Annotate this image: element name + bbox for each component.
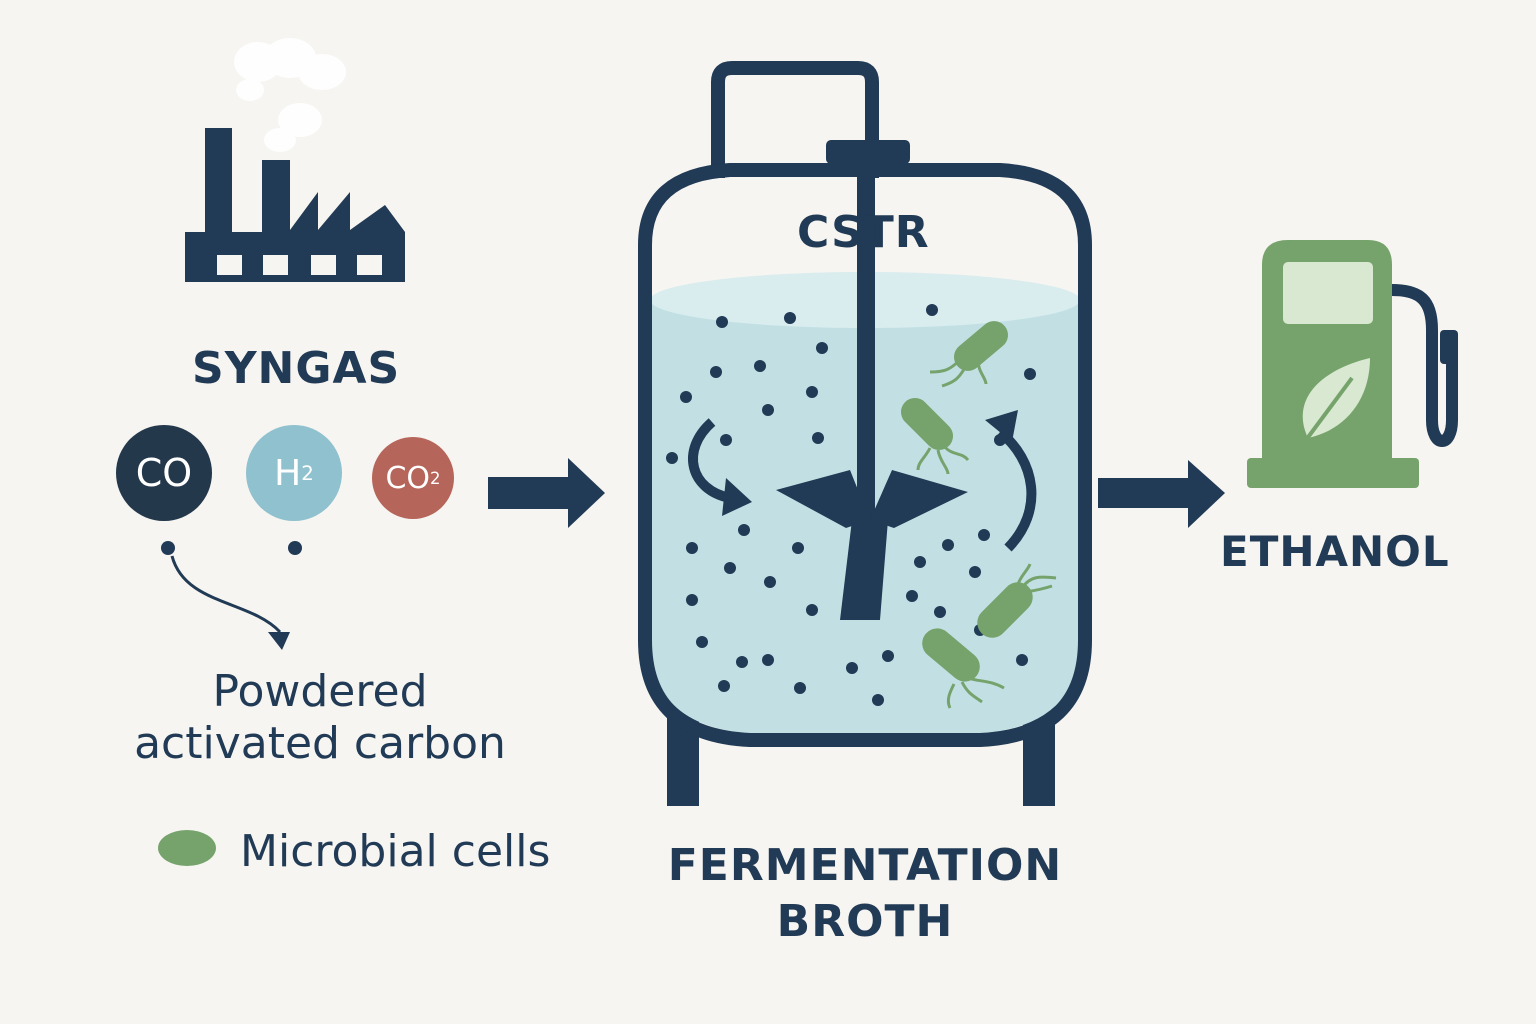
carbon-particle — [724, 562, 736, 574]
carbon-particle — [794, 682, 806, 694]
broth-label-line1: FERMENTATION — [667, 840, 1063, 891]
carbon-particle — [926, 304, 938, 316]
curved-arrow-icon — [996, 428, 1037, 552]
carbon-particle — [846, 662, 858, 674]
carbon-particle — [762, 404, 774, 416]
carbon-particle — [969, 566, 981, 578]
impeller-shaft — [857, 150, 875, 570]
factory-icon — [185, 128, 405, 282]
h2-formula: H — [274, 452, 302, 494]
carbon-particle — [686, 594, 698, 606]
pac-label-line2: activated carbon — [134, 718, 506, 769]
pac-label: Powdered activated carbon — [125, 666, 515, 770]
carbon-particle — [812, 432, 824, 444]
carbon-particle — [978, 529, 990, 541]
pac-label-line1: Powdered — [212, 666, 428, 717]
carbon-particle — [882, 650, 894, 662]
carbon-particle — [686, 542, 698, 554]
carbon-particle — [680, 391, 692, 403]
carbon-particle — [666, 452, 678, 464]
curved-arrow-icon — [170, 555, 282, 634]
carbon-particle — [806, 604, 818, 616]
carbon-particle — [816, 342, 828, 354]
fuel-pump-icon — [1247, 240, 1458, 488]
co2-formula: CO — [385, 460, 431, 496]
carbon-particle — [914, 556, 926, 568]
carbon-particle — [718, 680, 730, 692]
impeller-icon — [776, 470, 968, 620]
bacterium-icon — [922, 628, 1005, 709]
arrow-head-icon — [985, 410, 1018, 442]
h2-subscript: 2 — [301, 461, 314, 485]
carbon-particle — [1016, 654, 1028, 666]
carbon-particle — [762, 654, 774, 666]
arrow-right-icon — [488, 458, 605, 528]
carbon-particles — [666, 304, 1036, 706]
smoke-icon — [234, 38, 346, 152]
h2-dot — [288, 541, 302, 555]
carbon-particle — [720, 434, 732, 446]
syngas-title: SYNGAS — [192, 343, 401, 394]
bacterium-icon — [900, 397, 970, 475]
carbon-particle — [792, 542, 804, 554]
carbon-particle — [934, 606, 946, 618]
fermentation-broth-label: FERMENTATION BROTH — [660, 838, 1070, 950]
microbial-cells-label: Microbial cells — [240, 826, 551, 877]
carbon-particle — [736, 656, 748, 668]
broth-label-line2: BROTH — [776, 896, 954, 947]
carbon-particle — [754, 360, 766, 372]
carbon-particle — [784, 312, 796, 324]
cstr-title: CSTR — [797, 207, 930, 258]
co-dot — [161, 541, 175, 555]
curved-arrow-icon — [688, 418, 732, 503]
arrow-head-icon — [722, 478, 752, 516]
carbon-particle — [764, 576, 776, 588]
carbon-particle — [738, 524, 750, 536]
co-gas-badge: CO — [116, 425, 212, 521]
ethanol-title: ETHANOL — [1220, 527, 1450, 576]
carbon-particle — [852, 569, 864, 581]
arrow-right-icon — [1098, 460, 1225, 528]
co-formula: CO — [135, 451, 193, 495]
carbon-particle — [872, 694, 884, 706]
carbon-particle — [942, 539, 954, 551]
carbon-particle — [906, 590, 918, 602]
carbon-particle — [710, 366, 722, 378]
carbon-particle — [716, 316, 728, 328]
carbon-particle — [696, 636, 708, 648]
carbon-particle — [994, 434, 1006, 446]
bacterium-icon — [929, 321, 1009, 388]
arrow-head-icon — [268, 632, 290, 650]
carbon-particle — [1024, 368, 1036, 380]
co2-subscript: 2 — [430, 468, 441, 488]
bacterium-icon — [977, 563, 1057, 638]
carbon-particle — [806, 386, 818, 398]
microbial-cell-legend-icon — [158, 830, 216, 866]
reactor-handle — [711, 61, 879, 178]
reactor-vessel — [638, 163, 1092, 747]
